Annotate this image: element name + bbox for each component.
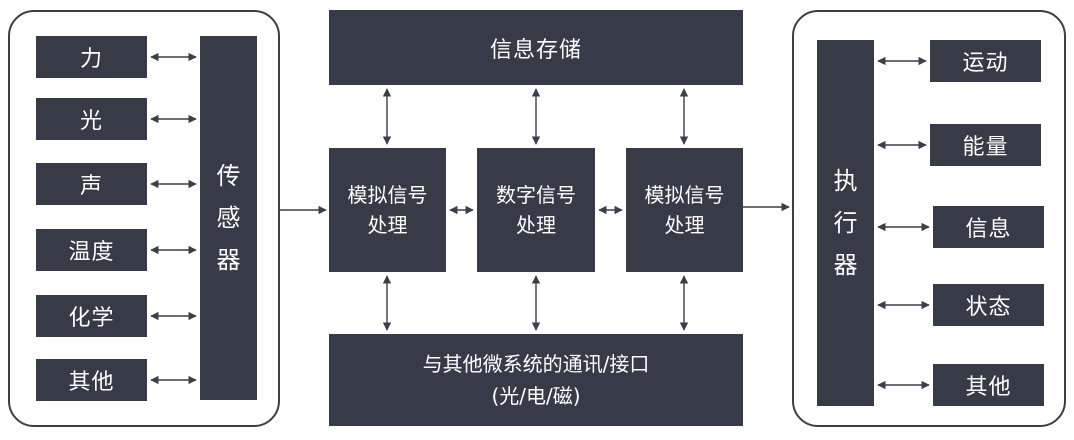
analog-in-line-2: 处理: [367, 213, 408, 237]
input-temperature: 温度: [36, 229, 147, 271]
output-information: 信息: [933, 206, 1044, 248]
input-chemical: 化学: [36, 295, 147, 337]
analog-in-line-1: 模拟信号: [347, 183, 428, 207]
output-state: 状态: [933, 284, 1044, 326]
actuator-char-3: 器: [833, 251, 858, 279]
digital-line-2: 处理: [516, 213, 556, 237]
actuator-char-1: 执: [833, 167, 858, 195]
input-sound: 声: [36, 163, 147, 205]
info-storage: 信息存储: [329, 10, 743, 85]
analog-output-processing: 模拟信号处理: [626, 148, 743, 272]
comm-line-2: (光/电/磁): [491, 384, 581, 408]
analog-input-processing: 模拟信号处理: [329, 148, 446, 272]
actuator-char-2: 行: [833, 209, 858, 237]
output-motion: 运动: [930, 40, 1041, 82]
input-other: 其他: [36, 359, 147, 401]
sensor-char-3: 器: [216, 246, 241, 274]
input-force: 力: [36, 36, 147, 78]
digital-line-1: 数字信号: [496, 183, 576, 207]
sensor-char-2: 感: [216, 204, 241, 232]
analog-out-line-1: 模拟信号: [644, 183, 725, 207]
input-light: 光: [36, 98, 147, 140]
analog-out-line-2: 处理: [664, 213, 705, 237]
output-energy: 能量: [930, 124, 1041, 166]
output-other: 其他: [933, 364, 1044, 406]
comm-line-1: 与其他微系统的通讯/接口: [422, 352, 650, 376]
communication-interface: 与其他微系统的通讯/接口 (光/电/磁): [329, 334, 743, 426]
sensor-block: 传 感 器: [200, 36, 257, 400]
actuator-block: 执 行 器: [817, 40, 874, 406]
digital-processing: 数字信号处理: [477, 148, 595, 272]
sensor-char-1: 传: [216, 162, 241, 190]
